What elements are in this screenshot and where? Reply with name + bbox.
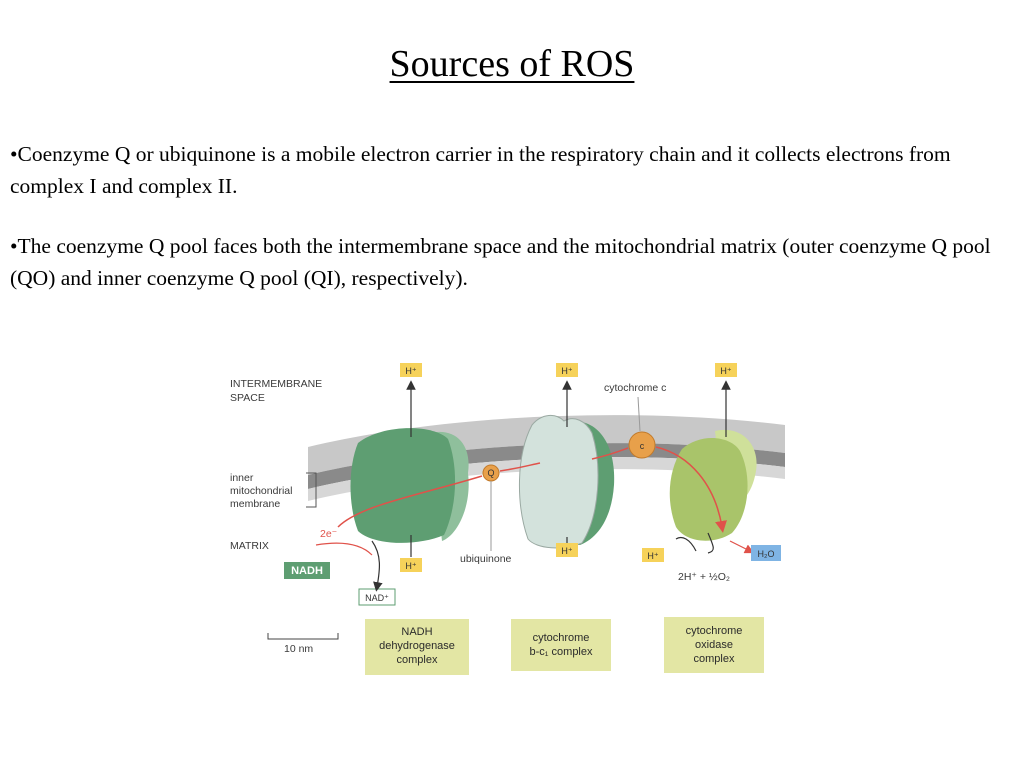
complex-label-3-line-2: oxidase: [695, 639, 733, 651]
slide-title: Sources of ROS: [389, 43, 635, 85]
complex-label-box-1: [365, 619, 469, 675]
complex-label-box-3: [664, 617, 764, 673]
bullet-q-pool: •The coenzyme Q pool faces both the inte…: [10, 234, 991, 290]
q-symbol: Q: [487, 468, 494, 478]
svg-text:H⁺: H⁺: [561, 546, 572, 556]
complex-label-1-line-2: dehydrogenase: [379, 640, 455, 652]
cytochrome-c-symbol: c: [640, 441, 645, 451]
complex-label-3-line-3: complex: [694, 653, 735, 665]
water-arrow: [729, 540, 755, 554]
nad-arrow: [371, 540, 383, 592]
respiratory-chain-diagram: INTERMEMBRANE SPACE inner mitochondrial …: [230, 363, 785, 675]
complex-label-2-line-1: cytochrome: [533, 632, 590, 644]
electron-entry-curve: [315, 542, 373, 556]
inner-membrane-label-2: mitochondrial: [230, 485, 292, 497]
electrons-label: 2e⁻: [320, 528, 337, 540]
svg-text:H⁺: H⁺: [720, 366, 731, 376]
svg-text:H⁺: H⁺: [561, 366, 572, 376]
proton-box-top-3: H⁺: [715, 363, 737, 377]
complex-label-1-line-1: NADH: [401, 626, 432, 638]
proton-box-top-2: H⁺: [556, 363, 578, 377]
membrane-bracket: [306, 472, 317, 508]
nadh-dehydrogenase-complex-shape: [350, 428, 469, 543]
svg-text:H⁺: H⁺: [647, 551, 658, 561]
nadh-label: NADH: [291, 565, 323, 577]
nad-plus-label: NAD⁺: [365, 593, 389, 603]
cytochrome-c-label: cytochrome c: [604, 382, 666, 394]
matrix-label: MATRIX: [230, 540, 269, 552]
nadh-box: [284, 562, 330, 579]
complex-label-1-line-3: complex: [397, 654, 438, 666]
proton-box-bottom-3: H⁺: [642, 548, 664, 562]
inner-membrane-label: inner: [230, 472, 254, 484]
oxygen-reaction-arrows: [675, 532, 714, 554]
intermembrane-space-label: INTERMEMBRANE: [230, 378, 322, 390]
proton-box-bottom-2: H⁺: [556, 543, 578, 557]
scale-bar: [267, 633, 339, 640]
svg-text:H⁺: H⁺: [405, 561, 416, 571]
proton-box-bottom-1: H⁺: [400, 558, 422, 572]
complex-label-box-2: [511, 619, 611, 671]
bullet-coenzyme-q: •Coenzyme Q or ubiquinone is a mobile el…: [10, 142, 951, 198]
electron-path: [337, 446, 722, 527]
intermembrane-space-label-2: SPACE: [230, 392, 265, 404]
complex-label-2-line-2: b-c₁ complex: [529, 646, 593, 658]
svg-text:H⁺: H⁺: [405, 366, 416, 376]
ubiquinone-label: ubiquinone: [460, 553, 512, 565]
proton-box-top-1: H⁺: [400, 363, 422, 377]
cytochrome-c-circle: [628, 431, 656, 459]
cytochrome-c-pointer: [637, 396, 641, 432]
water-box: [751, 545, 781, 561]
water-label: H₂O: [758, 549, 775, 559]
cytochrome-bc1-complex-shape: [518, 415, 615, 549]
scale-label: 10 nm: [284, 643, 313, 655]
complex-label-3-line-1: cytochrome: [686, 625, 743, 637]
oxygen-reaction-label: 2H⁺ + ½O₂: [678, 571, 730, 583]
inner-membrane-label-3: membrane: [230, 498, 280, 510]
